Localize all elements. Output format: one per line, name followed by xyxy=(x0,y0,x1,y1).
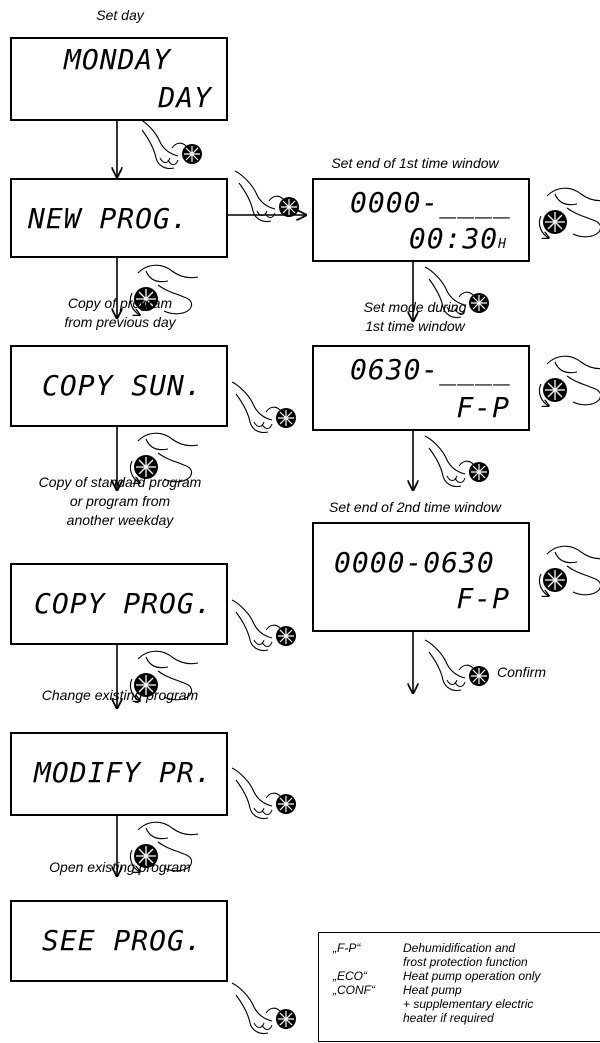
caption-line: or program from xyxy=(10,492,230,511)
display-see-prog: SEE PROG. xyxy=(10,900,228,982)
legend-desc-conf-1: Heat pump xyxy=(403,983,462,997)
display-line-1: MODIFY PR. xyxy=(34,758,213,788)
display-line-1: NEW PROG. xyxy=(28,204,189,234)
display-line-2: F-P xyxy=(456,393,510,423)
hand-turn-knob-icon xyxy=(539,546,600,596)
hand-press-icon xyxy=(138,118,202,169)
display-line-1: SEE PROG. xyxy=(42,926,203,956)
caption-set-mode: Set mode during 1st time window xyxy=(320,298,510,336)
hand-press-icon xyxy=(425,436,489,487)
legend-desc-fp-2: frost protection function xyxy=(403,955,528,969)
display-mode-1: 0630-____ F-P xyxy=(312,345,530,431)
legend-desc-conf-3: heater if required xyxy=(403,1011,494,1025)
legend-desc-fp-1: Dehumidification and xyxy=(403,941,515,955)
hand-press-icon xyxy=(235,171,299,222)
legend-desc-conf-2: + supplementary electric xyxy=(403,997,533,1011)
caption-change-existing: Change existing program xyxy=(20,686,220,705)
hand-press-icon xyxy=(232,600,296,651)
legend-box: „F-P“ Dehumidification and frost protect… xyxy=(318,932,600,1042)
display-modify-pr: MODIFY PR. xyxy=(10,732,228,816)
display-line-2: DAY xyxy=(158,83,212,113)
display-unit: H xyxy=(498,237,506,252)
hand-press-icon xyxy=(425,640,489,691)
legend-code-fp: „F-P“ xyxy=(333,941,360,955)
display-time-window-1: 0000-____ 00:30H xyxy=(312,178,530,262)
legend-code-conf: „CONF“ xyxy=(333,983,375,997)
display-time: 00:30 xyxy=(409,222,498,255)
caption-line: from previous day xyxy=(30,313,210,332)
hand-turn-knob-icon xyxy=(539,188,600,238)
hand-press-icon xyxy=(232,983,296,1034)
display-copy-sun: COPY SUN. xyxy=(10,345,228,427)
caption-line: 1st time window xyxy=(320,317,510,336)
caption-set-end-2nd: Set end of 2nd time window xyxy=(300,498,530,517)
caption-line: Copy of program xyxy=(30,294,210,313)
legend-desc-eco: Heat pump operation only xyxy=(403,969,540,983)
hand-press-icon xyxy=(232,382,296,433)
caption-line: another weekday xyxy=(10,511,230,530)
display-line-1: COPY PROG. xyxy=(34,589,213,619)
legend-code-eco: „ECO“ xyxy=(333,969,367,983)
display-line-1: 0630-____ xyxy=(350,355,511,385)
caption-line: Set mode during xyxy=(320,298,510,317)
display-time-window-2: 0000-0630 F-P xyxy=(312,522,530,632)
display-line-2: F-P xyxy=(456,584,510,614)
hand-turn-knob-icon xyxy=(539,356,600,406)
display-monday: MONDAY DAY xyxy=(10,37,228,121)
display-line-1: 0000-0630 xyxy=(334,548,495,578)
caption-open-existing: Open existing program xyxy=(20,858,220,877)
caption-line: Copy of standard program xyxy=(10,473,230,492)
caption-copy-prev: Copy of program from previous day xyxy=(30,294,210,332)
display-line-1: 0000-____ xyxy=(350,188,511,218)
display-new-prog: NEW PROG. xyxy=(10,178,228,258)
hand-press-icon xyxy=(232,768,296,819)
display-line-1: COPY SUN. xyxy=(42,371,203,401)
display-copy-prog: COPY PROG. xyxy=(10,563,228,645)
caption-copy-standard: Copy of standard program or program from… xyxy=(10,473,230,530)
display-line-1: MONDAY xyxy=(64,45,171,75)
display-line-2: 00:30H xyxy=(409,224,506,260)
caption-set-end-1st: Set end of 1st time window xyxy=(300,154,530,173)
caption-set-day: Set day xyxy=(60,6,180,25)
caption-confirm: Confirm xyxy=(497,663,567,682)
